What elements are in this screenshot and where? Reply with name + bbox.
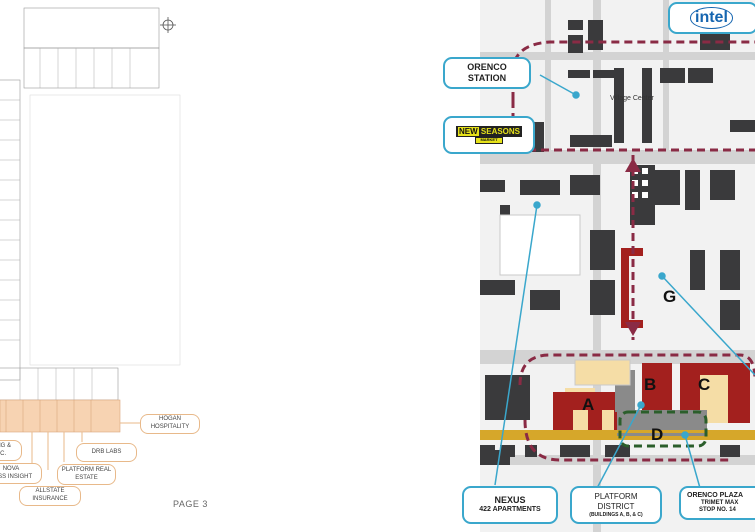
tenant-drb-labs: DRB LABS: [76, 443, 137, 462]
site-map: [480, 0, 755, 532]
page-number: PAGE 3: [173, 499, 208, 509]
callout-nexus: NEXUS 422 APARTMENTS: [462, 486, 558, 524]
building-a-label: A: [582, 395, 595, 414]
tenant-allstate-insurance: ALLSTATE INSURANCE: [19, 486, 81, 506]
floor-plan: [0, 7, 181, 470]
callout-platform-district: PLATFORM DISTRICT (BUILDINGS A, B, & C): [570, 486, 662, 524]
callout-orenco-station: ORENCO STATION: [443, 57, 531, 89]
building-g-label: G: [663, 287, 677, 306]
building-d-label: D: [651, 425, 664, 444]
new-seasons-logo: NEW SEASONS MARKET: [443, 116, 535, 154]
north-arrow-icon: [160, 17, 176, 33]
building-b-label: B: [644, 375, 657, 394]
tenant-hogan-hospitality: HOGAN HOSPITALITY: [140, 414, 200, 434]
tenant-nova-access-insight: NOVA CESS INSIGHT: [0, 463, 42, 484]
intel-logo: intel: [668, 2, 755, 34]
village-center-label: Village Center: [610, 95, 654, 102]
tenant-partial: TING & NC.: [0, 440, 22, 461]
tenant-platform-real-estate: PLATFORM REAL ESTATE: [57, 464, 116, 485]
callout-orenco-plaza: ORENCO PLAZA TRIMET MAX STOP NO. 14: [679, 486, 755, 520]
building-c-label: C: [698, 375, 711, 394]
